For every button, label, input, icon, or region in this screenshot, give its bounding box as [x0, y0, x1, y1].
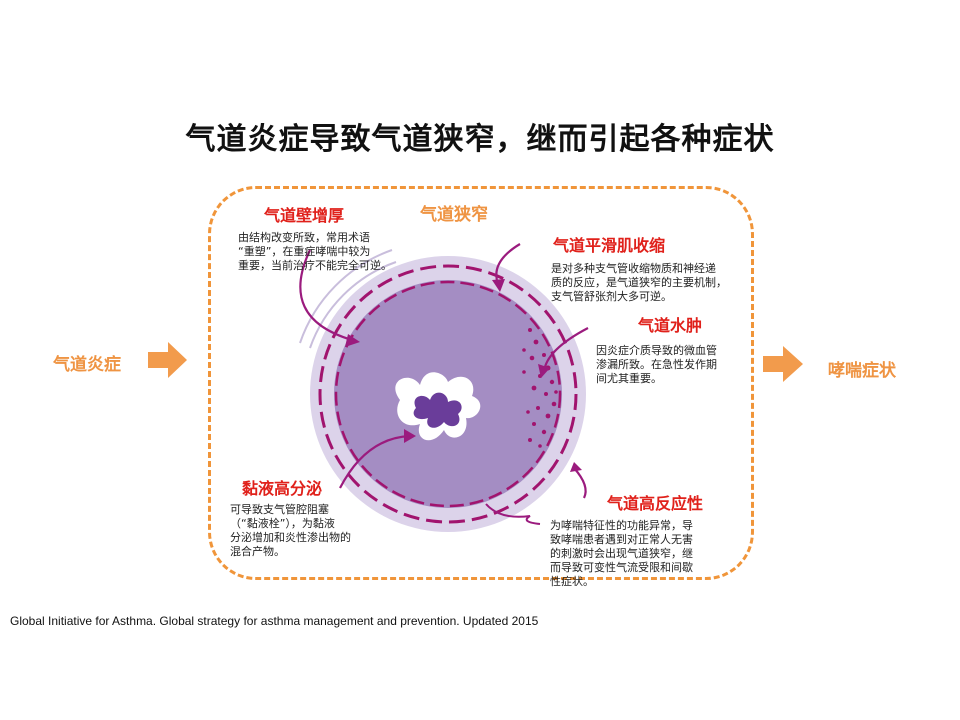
mucus-description: 可导致支气管腔阻塞 （“黏液栓”），为黏液 分泌增加和炎性渗出物的 混合产物。 [230, 503, 390, 559]
hyper-heading: 气道高反应性 [607, 494, 704, 513]
right-label: 哮喘症状 [828, 361, 896, 381]
wall-description: 由结构改变所致，常用术语 “重塑”，在重症哮喘中较为 重要，当前治疗不能完全可逆… [238, 231, 410, 273]
pointer-arrows [299, 243, 589, 499]
wall-line: 重要，当前治疗不能完全可逆。 [238, 259, 392, 272]
right-arrow-icon [763, 346, 803, 382]
left-label: 气道炎症 [53, 355, 121, 375]
mucus-heading: 黏液高分泌 [242, 479, 323, 498]
airway-cross-section [310, 256, 586, 532]
smooth-line: 是对多种支气管收缩物质和神经递 [551, 262, 716, 275]
edema-heading: 气道水肿 [638, 316, 703, 335]
hyper-bracket [485, 503, 541, 525]
smooth-description: 是对多种支气管收缩物质和神经递 质的反应，是气道狭窄的主要机制， 支气管舒张剂大… [551, 262, 746, 304]
edema-line: 因炎症介质导致的微血管 [596, 344, 717, 357]
hyper-description: 为哮喘特征性的功能异常，导 致哮喘患者遇到对正常人无害 的刺激时会出现气道狭窄，… [550, 519, 720, 589]
edema-description: 因炎症介质导致的微血管 渗漏所致。在急性发作期 间尤其重要。 [596, 344, 744, 386]
hyper-line: 的刺激时会出现气道狭窄，继 [550, 547, 693, 560]
edema-line: 渗漏所致。在急性发作期 [596, 358, 717, 371]
mucus-line: 混合产物。 [230, 545, 285, 558]
wall-heading: 气道壁增厚 [264, 206, 345, 225]
right-arrow-icon [148, 342, 187, 378]
wall-line: “重塑”，在重症哮喘中较为 [238, 245, 371, 258]
center-label: 气道狭窄 [420, 205, 488, 225]
page-title: 气道炎症导致气道狭窄，继而引起各种症状 [185, 122, 775, 157]
pointer-arrow-icon [345, 279, 582, 472]
mucus-line: 分泌增加和炎性渗出物的 [230, 531, 351, 544]
lumen [413, 392, 462, 428]
mucus-line: （“黏液栓”），为黏液 [230, 517, 335, 530]
hyper-line: 性症状。 [550, 575, 594, 588]
edema-line: 间尤其重要。 [596, 372, 662, 385]
mucus-line: 可导致支气管腔阻塞 [230, 503, 329, 516]
hyper-line: 而导致可变性气流受限和间歇 [550, 561, 693, 574]
smooth-heading: 气道平滑肌收缩 [553, 236, 666, 255]
wall-line: 由结构改变所致，常用术语 [238, 231, 370, 244]
citation: Global Initiative for Asthma. Global str… [10, 614, 539, 628]
hyper-line: 致哮喘患者遇到对正常人无害 [550, 533, 693, 546]
hyper-line: 为哮喘特征性的功能异常，导 [550, 519, 693, 532]
smooth-line: 支气管舒张剂大多可逆。 [551, 290, 672, 303]
airway-narrowing-frame [208, 186, 754, 580]
smooth-line: 质的反应，是气道狭窄的主要机制， [551, 276, 727, 289]
